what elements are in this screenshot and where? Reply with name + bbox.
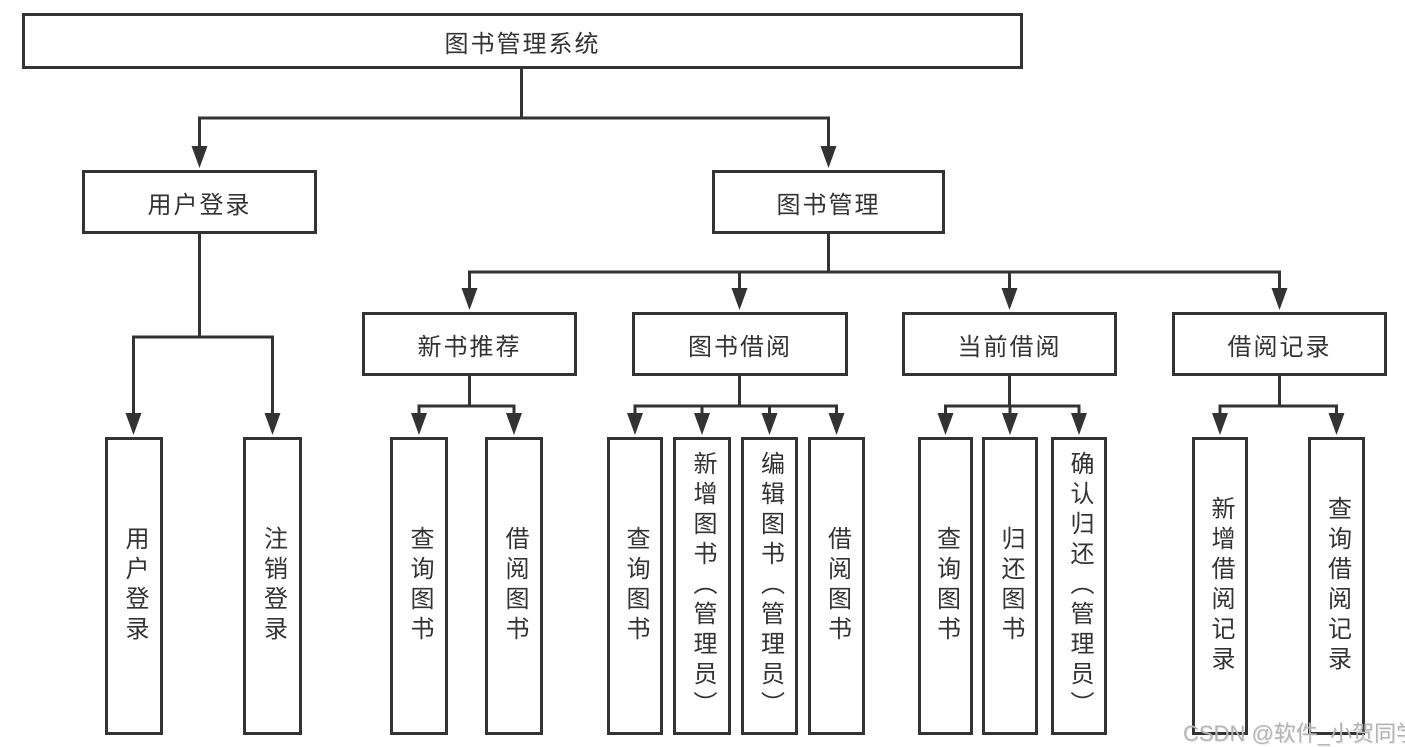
leaf-borrow-add-label: 新增图书（管理员） bbox=[689, 451, 716, 721]
leaf-records-add: 新增借阅记录 bbox=[1192, 437, 1248, 735]
connector-current-borrow-to-children bbox=[944, 376, 1081, 415]
connector-book-borrow-to-children bbox=[633, 376, 838, 415]
node-root: 图书管理系统 bbox=[22, 13, 1023, 69]
arrow-icon bbox=[627, 413, 643, 435]
arrow-icon bbox=[828, 413, 845, 435]
arrow-icon bbox=[937, 413, 954, 435]
arrow-icon bbox=[1271, 288, 1288, 310]
arrow-icon bbox=[820, 146, 837, 168]
leaf-user-login-label: 用户登录 bbox=[121, 526, 148, 646]
leaf-borrow-borrow-label: 借阅图书 bbox=[823, 526, 851, 646]
arrowheads bbox=[125, 146, 1345, 435]
arrow-icon bbox=[461, 288, 478, 310]
leaf-newbooks-query: 查询图书 bbox=[390, 437, 448, 735]
node-root-label: 图书管理系统 bbox=[444, 30, 601, 58]
leaf-current-return-label: 归还图书 bbox=[997, 526, 1024, 646]
arrow-icon bbox=[411, 413, 427, 435]
leaf-newbooks-query-label: 查询图书 bbox=[406, 526, 433, 646]
arrow-icon bbox=[506, 413, 522, 435]
leaf-borrow-query: 查询图书 bbox=[607, 437, 663, 735]
arrow-icon bbox=[264, 413, 281, 435]
leaf-current-query: 查询图书 bbox=[918, 437, 973, 735]
leaf-borrow-edit: 编辑图书（管理员） bbox=[741, 437, 798, 735]
node-book-borrow-label: 图书借阅 bbox=[688, 333, 792, 361]
arrow-icon bbox=[694, 413, 710, 435]
arrow-icon bbox=[191, 146, 208, 168]
leaf-borrow-query-label: 查询图书 bbox=[622, 526, 649, 646]
node-borrow-records: 借阅记录 bbox=[1172, 312, 1387, 376]
leaf-records-query: 查询借阅记录 bbox=[1308, 437, 1365, 735]
node-new-books: 新书推荐 bbox=[362, 312, 577, 376]
watermark: CSDN @软件_小贺同学 bbox=[1183, 721, 1405, 746]
leaf-borrow-edit-label: 编辑图书（管理员） bbox=[756, 451, 784, 721]
node-user-login-label: 用户登录 bbox=[147, 191, 252, 219]
arrow-icon bbox=[1002, 413, 1018, 435]
leaf-newbooks-borrow: 借阅图书 bbox=[485, 437, 543, 735]
node-current-borrow: 当前借阅 bbox=[902, 312, 1117, 376]
leaf-borrow-borrow: 借阅图书 bbox=[808, 437, 865, 735]
leaf-user-login: 用户登录 bbox=[105, 437, 163, 735]
leaf-borrow-add: 新增图书（管理员） bbox=[673, 437, 731, 735]
arrow-icon bbox=[1071, 413, 1087, 435]
connector-book-mgmt-to-level3 bbox=[468, 234, 1281, 290]
connector-new-books-to-children bbox=[417, 376, 516, 415]
leaf-records-add-label: 新增借阅记录 bbox=[1207, 496, 1234, 676]
leaf-current-confirm-label: 确认归还（管理员） bbox=[1066, 451, 1093, 721]
leaf-logout: 注销登录 bbox=[243, 437, 302, 735]
arrow-icon bbox=[125, 413, 142, 435]
node-user-login: 用户登录 bbox=[82, 170, 317, 234]
connector-borrow-records-to-children bbox=[1218, 376, 1338, 415]
node-book-mgmt-label: 图书管理 bbox=[776, 191, 881, 219]
arrow-icon bbox=[1212, 413, 1228, 435]
leaf-logout-label: 注销登录 bbox=[259, 526, 287, 646]
leaf-current-return: 归还图书 bbox=[982, 437, 1038, 735]
node-book-borrow: 图书借阅 bbox=[632, 312, 848, 376]
node-book-mgmt: 图书管理 bbox=[712, 170, 945, 234]
node-new-books-label: 新书推荐 bbox=[417, 333, 522, 361]
leaf-current-query-label: 查询图书 bbox=[932, 526, 960, 646]
arrow-icon bbox=[1001, 288, 1018, 310]
arrow-icon bbox=[1328, 413, 1345, 435]
node-current-borrow-label: 当前借阅 bbox=[957, 333, 1062, 361]
arrow-icon bbox=[731, 288, 748, 310]
arrow-icon bbox=[761, 413, 778, 435]
leaf-records-query-label: 查询借阅记录 bbox=[1323, 496, 1351, 676]
node-borrow-records-label: 借阅记录 bbox=[1227, 333, 1332, 361]
leaf-newbooks-borrow-label: 借阅图书 bbox=[501, 526, 528, 646]
connector-root-to-level2 bbox=[198, 68, 830, 148]
connector-user-login-to-children bbox=[132, 234, 274, 415]
leaf-current-confirm: 确认归还（管理员） bbox=[1051, 437, 1107, 735]
